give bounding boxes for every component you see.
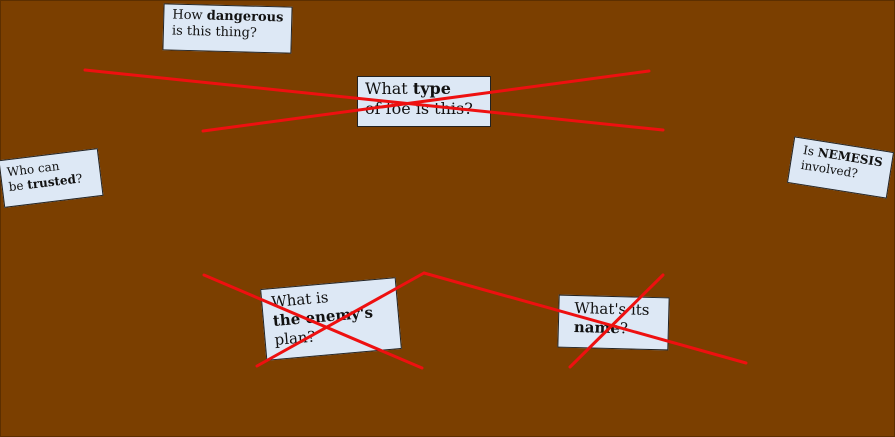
card-text: ? [74,171,84,186]
card-text: What [365,79,413,98]
card-line: of foe is this? [365,99,473,118]
card-line: is this thing? [171,23,258,42]
card-keyword: dangerous [206,8,284,26]
card-what-type[interactable]: What type of foe is this? [357,76,491,127]
card-keyword: name [573,317,621,337]
card-how-dangerous[interactable]: How dangerous is this thing? [162,3,293,54]
card-its-name[interactable]: What's its name? [557,294,670,351]
card-text: ? [619,318,629,338]
card-line: name? [574,318,653,339]
card-text: be [7,177,29,195]
card-text: How [172,7,207,24]
card-nemesis[interactable]: Is NEMESIS involved? [786,136,895,199]
card-enemy-plan[interactable]: What is the enemy's plan? [260,277,402,361]
card-who-trusted[interactable]: Who can be trusted? [0,148,104,208]
card-keyword: type [412,79,451,98]
card-line: What type [365,79,483,99]
card-line: What's its [574,298,650,319]
